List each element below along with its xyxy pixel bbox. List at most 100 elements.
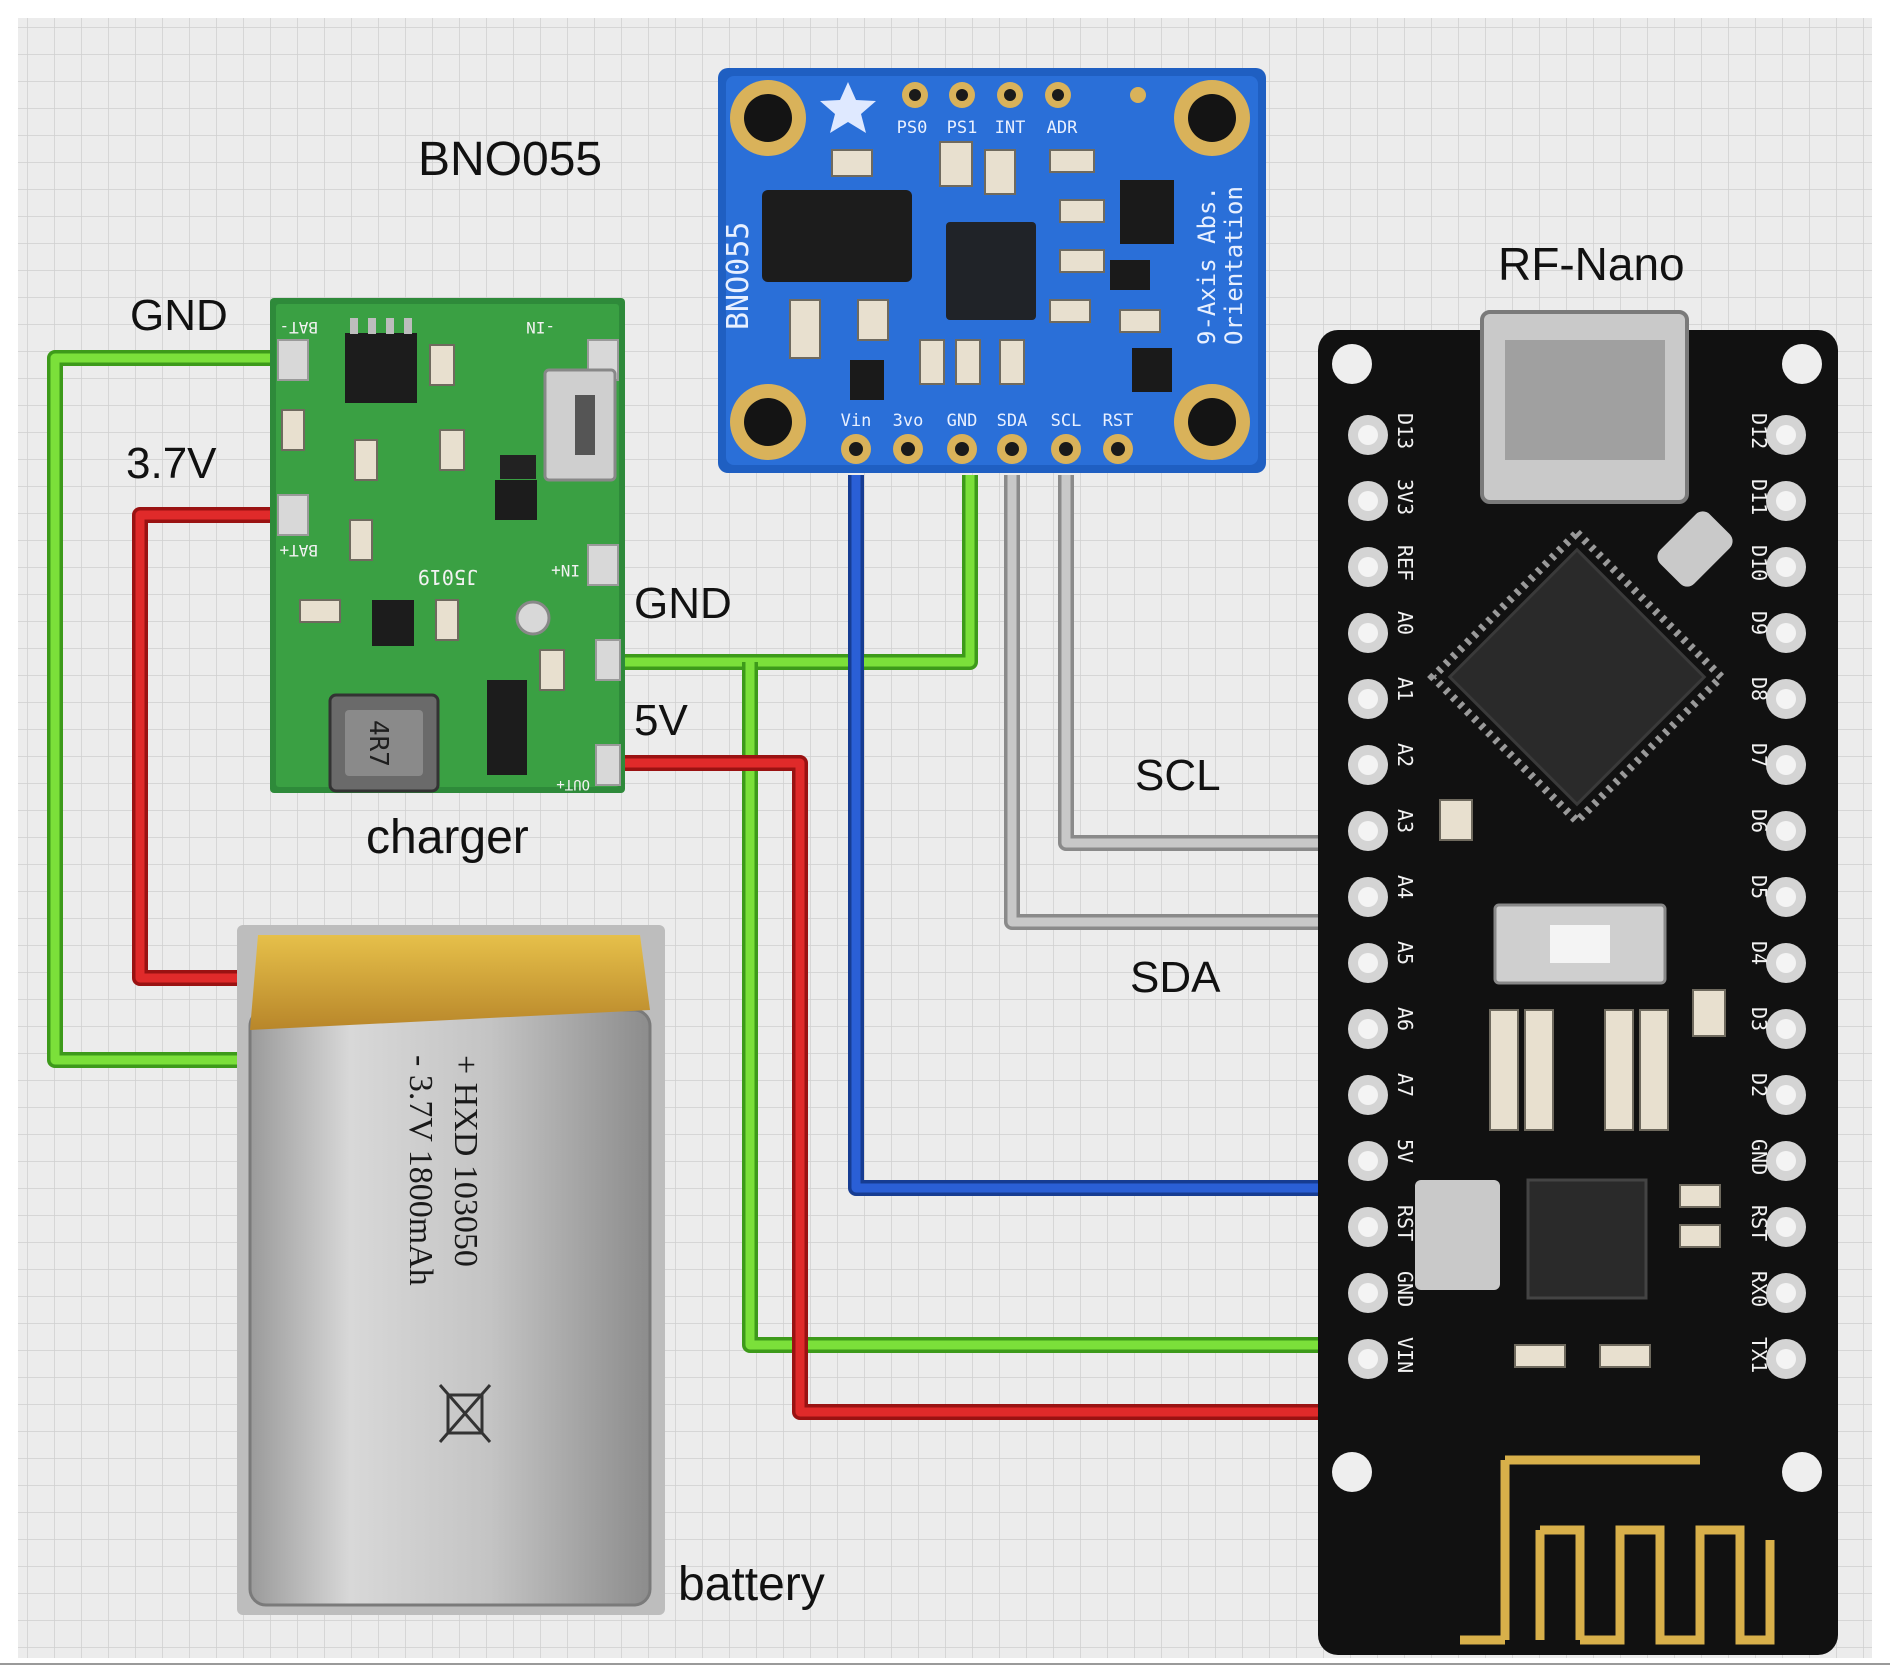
nano-pin-hole <box>1358 425 1378 445</box>
charger-ic-parts <box>372 455 537 775</box>
nano-pin-hole <box>1776 557 1796 577</box>
nano-pin-hole <box>1776 821 1796 841</box>
wires <box>47 350 1318 1420</box>
nano-pin-label: D7 <box>1747 743 1771 767</box>
charger-label-out-plus: OUT+ <box>556 776 590 792</box>
wire-gnd-battery <box>47 350 278 1068</box>
bno-pin-adr: ADR <box>1047 118 1078 138</box>
nano-pin-hole <box>1776 1019 1796 1039</box>
nano-pin-label: A7 <box>1393 1073 1417 1097</box>
charger-label-j5019: J5019 <box>418 565 478 589</box>
bno-pin-ps0: PS0 <box>897 118 928 138</box>
nano-pin-hole <box>1776 1283 1796 1303</box>
nano-pin-hole <box>1776 689 1796 709</box>
bno-pin-ps1: PS1 <box>947 118 978 138</box>
label-sda: SDA <box>1130 953 1221 1002</box>
bno-side-text-2: Orientation <box>1220 186 1248 345</box>
nano-pin-hole <box>1358 491 1378 511</box>
nano-pin-label: A2 <box>1393 743 1417 767</box>
nano-pin-hole <box>1358 1151 1378 1171</box>
wire-5v-nano <box>620 755 1318 1420</box>
nano-pin-label: TX1 <box>1747 1337 1771 1373</box>
potentiometer <box>515 600 551 636</box>
nano-pin-label: GND <box>1393 1271 1417 1307</box>
bno-bottom-pins <box>841 434 1133 464</box>
nano-pin-label: A0 <box>1393 611 1417 635</box>
label-3v7: 3.7V <box>126 439 217 488</box>
bno-pin-3vo: 3vo <box>893 411 924 431</box>
wire-scl <box>1058 475 1318 851</box>
bno-pin-int: INT <box>995 118 1026 138</box>
nano-pin-hole <box>1358 1283 1378 1303</box>
nano-pin-label: D8 <box>1747 677 1771 701</box>
nano-pin-hole <box>1358 821 1378 841</box>
recycle-bin-crossed-icon <box>438 1384 492 1443</box>
charger-label-bat-plus: BAT+ <box>279 541 318 560</box>
nano-pin-hole <box>1358 623 1378 643</box>
nano-pin-label: REF <box>1393 545 1417 581</box>
nano-pin-hole <box>1358 557 1378 577</box>
nano-pin-label: A1 <box>1393 677 1417 701</box>
bno-ic-parts <box>850 180 1174 400</box>
nano-pin-hole <box>1776 623 1796 643</box>
mounting-holes <box>730 80 1250 460</box>
charger-label-bat-minus: BAT- <box>279 318 318 337</box>
bno-side-text-1: 9-Axis Abs. <box>1193 186 1221 345</box>
nano-pin-hole <box>1358 1019 1378 1039</box>
nano-pin-label: D11 <box>1747 479 1771 515</box>
label-battery: battery <box>678 1558 825 1611</box>
label-gnd-mid: GND <box>634 579 732 628</box>
bno055-board: PS0 PS1 INT ADR BNO055 9-Axis Abs. Orien… <box>718 68 1266 473</box>
nano-pin-hole <box>1358 1349 1378 1369</box>
pcb-antenna <box>1460 1455 1775 1645</box>
nano-pin-hole <box>1776 491 1796 511</box>
charger-board: 4R7 -IN BAT- BAT+ IN+ OUT+ J5019 <box>270 298 625 793</box>
label-bno055: BNO055 <box>418 133 602 186</box>
bno-top-pins <box>902 82 1146 108</box>
nano-pin-label: RX0 <box>1747 1271 1771 1307</box>
nano-mcu-chip <box>1427 527 1727 827</box>
wire-gnd-nano <box>742 662 1318 1353</box>
nano-pin-headers: D133V3REFA0A1A2A3A4A5A6A75VRSTGNDVIND12D… <box>1348 413 1806 1379</box>
nano-pin-label: D6 <box>1747 809 1771 833</box>
nano-pin-hole <box>1358 887 1378 907</box>
nano-pin-hole <box>1358 689 1378 709</box>
nano-pin-label: RST <box>1747 1205 1771 1241</box>
nano-pin-label: 3V3 <box>1393 479 1417 515</box>
nano-smd-parts <box>1439 799 1726 1368</box>
bno-smd-parts <box>789 141 1161 385</box>
charger-label-in-plus: IN+ <box>551 561 580 580</box>
nano-pin-label: A5 <box>1393 941 1417 965</box>
charger-label-in-minus: -IN <box>526 318 555 337</box>
bno-pin-scl: SCL <box>1051 411 1082 431</box>
nano-pin-label: D5 <box>1747 875 1771 899</box>
wire-vin-nano <box>848 475 1318 1196</box>
inductor-label: 4R7 <box>363 720 393 767</box>
nano-pin-label: D13 <box>1393 413 1417 449</box>
nano-pin-hole <box>1776 887 1796 907</box>
nano-pin-label: D3 <box>1747 1007 1771 1031</box>
battery-print-line-2: - 3.7V 1800mAh <box>402 1055 439 1286</box>
nano-pin-label: A6 <box>1393 1007 1417 1031</box>
nano-pin-label: 5V <box>1393 1139 1417 1163</box>
star-icon <box>820 82 876 133</box>
label-gnd-top: GND <box>130 291 228 340</box>
label-rf-nano: RF-Nano <box>1498 238 1685 290</box>
nano-pin-hole <box>1358 1217 1378 1237</box>
bno-board-title: BNO055 <box>721 222 756 330</box>
battery-pack: + HXD 103050 - 3.7V 1800mAh <box>237 925 665 1615</box>
nano-pin-label: A4 <box>1393 875 1417 899</box>
bno-pin-sda: SDA <box>997 411 1028 431</box>
wire-gnd-bno <box>620 475 978 670</box>
nano-pin-label: D9 <box>1747 611 1771 635</box>
nano-pin-hole <box>1776 1151 1796 1171</box>
nano-pin-hole <box>1776 1349 1796 1369</box>
nano-pin-label: D12 <box>1747 413 1771 449</box>
battery-print-line-1: + HXD 103050 <box>447 1055 484 1267</box>
rf-crystal <box>1415 1180 1500 1290</box>
charger-smd-parts <box>281 344 565 691</box>
label-5v: 5V <box>634 696 688 745</box>
bno-pin-rst: RST <box>1103 411 1134 431</box>
nano-crystal <box>1657 511 1733 587</box>
nano-pin-label: RST <box>1393 1205 1417 1241</box>
